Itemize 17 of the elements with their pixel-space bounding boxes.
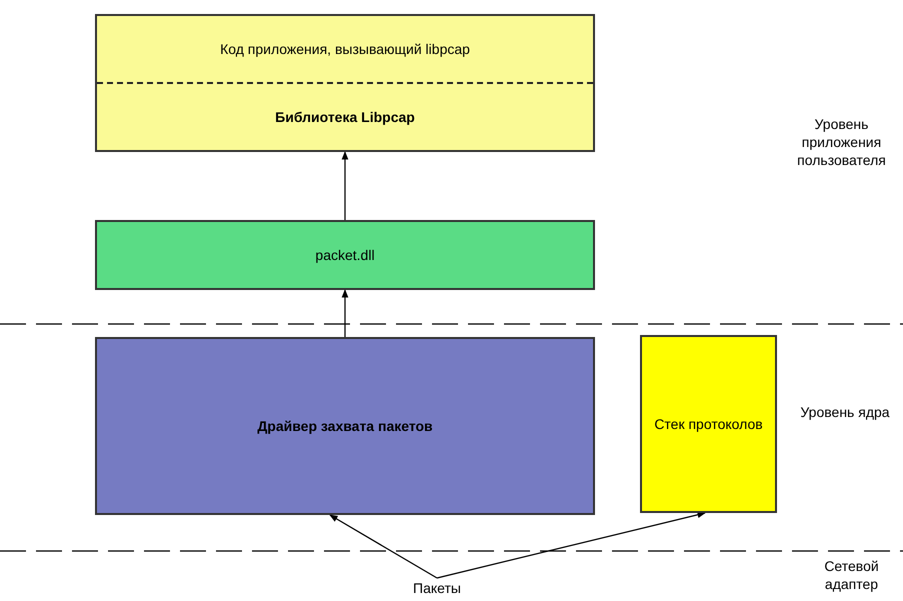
node-text: Драйвер захвата пакетов — [257, 417, 433, 435]
arrow — [329, 514, 438, 579]
node-text: Стек протоколов — [654, 415, 763, 433]
node-text: Код приложения, вызывающий libpcap — [220, 40, 470, 58]
level-label: Уровень приложения пользователя — [796, 115, 887, 169]
node-text: Библиотека Libpcap — [275, 108, 415, 126]
library-box — [95, 14, 595, 152]
arrow — [342, 151, 348, 220]
level-label: Сетевой адаптер — [823, 557, 880, 593]
arrow — [436, 512, 706, 579]
stack-box — [640, 335, 777, 513]
dll-box — [95, 220, 595, 290]
node-text: packet.dll — [315, 246, 375, 264]
level-label: Уровень ядра — [800, 403, 890, 421]
node-text: Пакеты — [413, 579, 461, 597]
driver-box — [95, 337, 595, 515]
arrow — [342, 289, 348, 337]
